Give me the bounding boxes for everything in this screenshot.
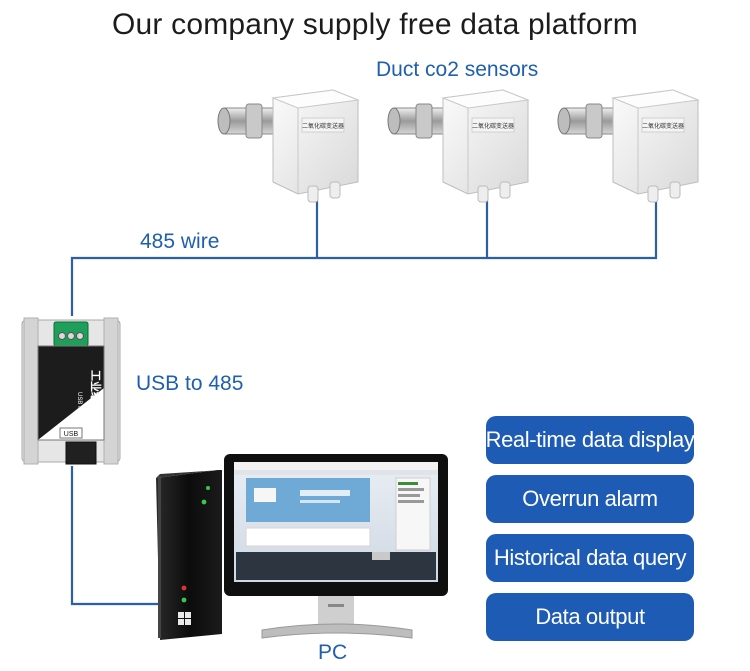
duct-co2-sensor-3: 二氧化碳变送器 <box>557 89 700 203</box>
converter-label: USB to 485 <box>136 372 244 395</box>
pc-label: PC <box>318 641 348 664</box>
sensor-tag-1: 二氧化碳变送器 <box>302 122 344 130</box>
rs485-wire <box>70 196 658 606</box>
feature-data-output: Data output <box>486 593 694 641</box>
duct-co2-sensor-1: 二氧化碳变送器 <box>217 89 360 203</box>
sensor-tag-3: 二氧化碳变送器 <box>642 122 684 130</box>
pc-tower <box>156 470 222 640</box>
duct-co2-sensor-2: 二氧化碳变送器 <box>387 89 530 203</box>
usb-to-485-converter: 工业级 USB to 485 模块 USB <box>21 317 121 465</box>
converter-brand: 工业级 <box>89 370 103 404</box>
pc-monitor <box>224 454 448 639</box>
converter-model: USB to 485 模块 <box>76 392 84 436</box>
page-title: Our company supply free data platform <box>112 8 638 41</box>
sensor-tag-2: 二氧化碳变送器 <box>472 122 514 130</box>
windows-logo-icon <box>178 612 191 625</box>
feature-overrun-alarm: Overrun alarm <box>486 475 694 523</box>
converter-usb-port-label: USB <box>64 431 79 438</box>
duct-sensors-label: Duct co2 sensors <box>376 58 539 81</box>
feature-historical-query: Historical data query <box>486 534 694 582</box>
wire-label: 485 wire <box>140 230 220 253</box>
feature-realtime-display: Real-time data display <box>486 416 695 464</box>
